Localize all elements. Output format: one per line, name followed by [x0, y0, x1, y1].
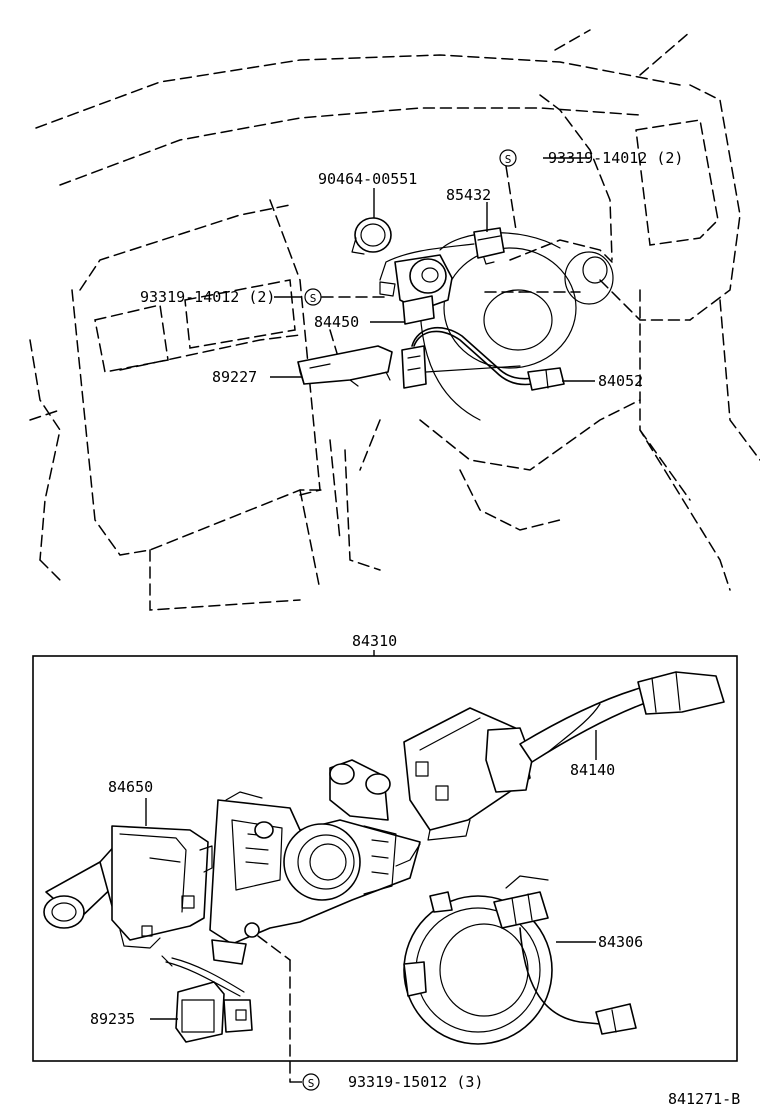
- label-89227: 89227: [212, 368, 257, 386]
- sensor-89235: [161, 955, 253, 1043]
- label-89235: 89235: [90, 1010, 135, 1028]
- leaders-top: [270, 157, 595, 382]
- screw-mark-bottom: S: [302, 1073, 320, 1091]
- svg-text:S: S: [310, 292, 317, 305]
- spiral-cable-84306: [403, 875, 637, 1045]
- label-84650: 84650: [108, 778, 153, 796]
- figure-code: 841271-B: [668, 1090, 740, 1108]
- harness-84052: [401, 327, 565, 391]
- combination-switch-body-84310: [209, 759, 421, 965]
- label-84306: 84306: [598, 933, 643, 951]
- label-93319-14012-right: 93319-14012 (2): [548, 149, 683, 167]
- clamp-ring-90464: [351, 217, 392, 255]
- label-93319-14012-left: 93319-14012 (2): [140, 288, 275, 306]
- ignition-switch-84450: [379, 254, 453, 325]
- label-84052: 84052: [598, 372, 643, 390]
- svg-text:S: S: [308, 1077, 315, 1090]
- assembly-frame-84310: [32, 655, 738, 1062]
- label-84310: 84310: [352, 632, 397, 650]
- screw-mark-top-right: S: [499, 149, 517, 167]
- dashboard-outline: [29, 29, 760, 611]
- svg-text:S: S: [505, 153, 512, 166]
- label-84140: 84140: [570, 761, 615, 779]
- unlock-warning-switch-85432: [379, 227, 505, 281]
- screw-mark-left: S: [304, 288, 322, 306]
- label-85432: 85432: [446, 186, 491, 204]
- sensor-89227: [297, 345, 393, 387]
- label-84450: 84450: [314, 313, 359, 331]
- steering-column-outline: [419, 232, 614, 421]
- leaders-bottom: [145, 730, 597, 1083]
- label-93319-15012: 93319-15012 (3): [348, 1073, 483, 1091]
- label-90464-00551: 90464-00551: [318, 170, 417, 188]
- light-switch-84650: [43, 825, 213, 949]
- wiper-switch-84140: [403, 671, 725, 841]
